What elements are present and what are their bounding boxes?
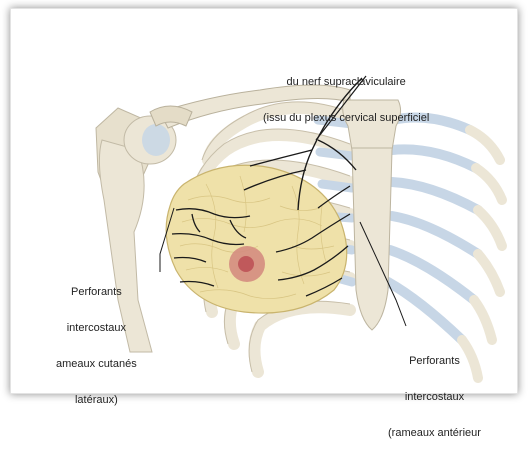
label-left-line2: intercostaux xyxy=(56,322,137,334)
label-left-line3: ameaux cutanés xyxy=(56,358,137,370)
label-left-line1: Perforants xyxy=(56,286,137,298)
label-anterior-perforants: Perforants intercostaux (rameaux antérie… xyxy=(388,331,481,451)
costal-cartilage-right xyxy=(388,118,478,340)
label-lateral-perforants: Perforants intercostaux ameaux cutanés l… xyxy=(56,262,137,418)
label-right-line2: intercostaux xyxy=(388,391,481,403)
label-supraclavicular: du nerf supraclaviculaire (issu du plexu… xyxy=(263,52,429,136)
label-top-line1: du nerf supraclaviculaire xyxy=(263,76,429,88)
label-top-line2: (issu du plexus cervical superficiel xyxy=(263,112,429,124)
humeral-head-cartilage xyxy=(142,124,170,156)
label-right-line1: Perforants xyxy=(388,355,481,367)
label-left-line4: latéraux) xyxy=(56,394,137,406)
label-right-line3: (rameaux antérieur xyxy=(388,427,481,439)
nipple xyxy=(238,256,254,272)
